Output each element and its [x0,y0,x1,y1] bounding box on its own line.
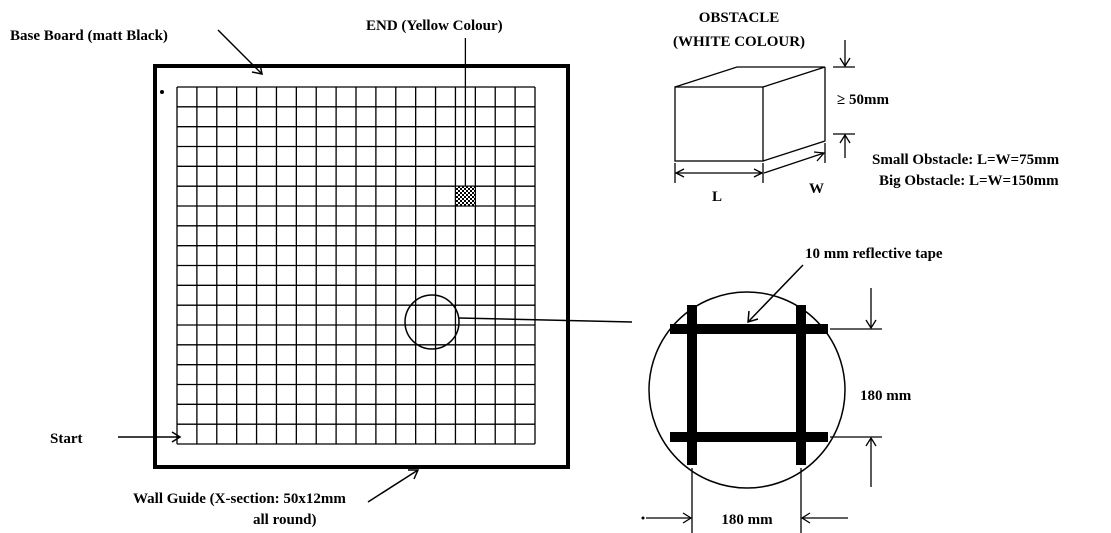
vertical-dimension [830,288,882,487]
obstacle-box [674,66,826,162]
tape-arrowhead [747,310,759,324]
height-dim-top-arrowhead [839,57,851,68]
wall-guide-label-1: Wall Guide (X-section: 50x12mm [133,491,346,507]
end-label: END (Yellow Colour) [366,18,503,34]
tape-arrow [747,264,804,323]
base-board-arrow [217,29,263,75]
wall-guide-arrowhead [408,469,420,480]
magnifier-connector [458,317,633,323]
base-board-dot [160,90,164,94]
detail-circle [648,291,846,489]
horizontal-dim-label: 180 mm [721,512,773,528]
width-label: W [809,181,824,197]
big-obstacle-note: Big Obstacle: L=W=150mm [879,173,1059,189]
end-cell [454,185,476,207]
reflective-tape [670,305,828,465]
horizontal-dimension [646,468,848,533]
start-arrowhead [171,431,182,443]
height-label: ≥ 50mm [837,92,889,108]
magnifier-circle [404,294,460,350]
height-dim-bottom-arrowhead [839,133,851,144]
obstacle-subtitle: (WHITE COLOUR) [673,34,805,50]
base-board-arrowhead [251,63,263,75]
small-obstacle-note: Small Obstacle: L=W=75mm [872,152,1060,168]
dim-dot [641,516,645,520]
base-board-label: Base Board (matt Black) [10,28,168,44]
length-label: L [712,189,722,205]
grid [176,86,536,445]
obstacle-dimensions [674,143,826,183]
obstacle-title: OBSTACLE [699,10,780,26]
wall-guide-arrow [367,469,419,503]
base-board [153,64,570,469]
tape-label: 10 mm reflective tape [805,246,943,262]
wall-guide-label-2: all round) [253,512,317,528]
start-label: Start [50,431,83,447]
vertical-dim-label: 180 mm [860,388,912,404]
